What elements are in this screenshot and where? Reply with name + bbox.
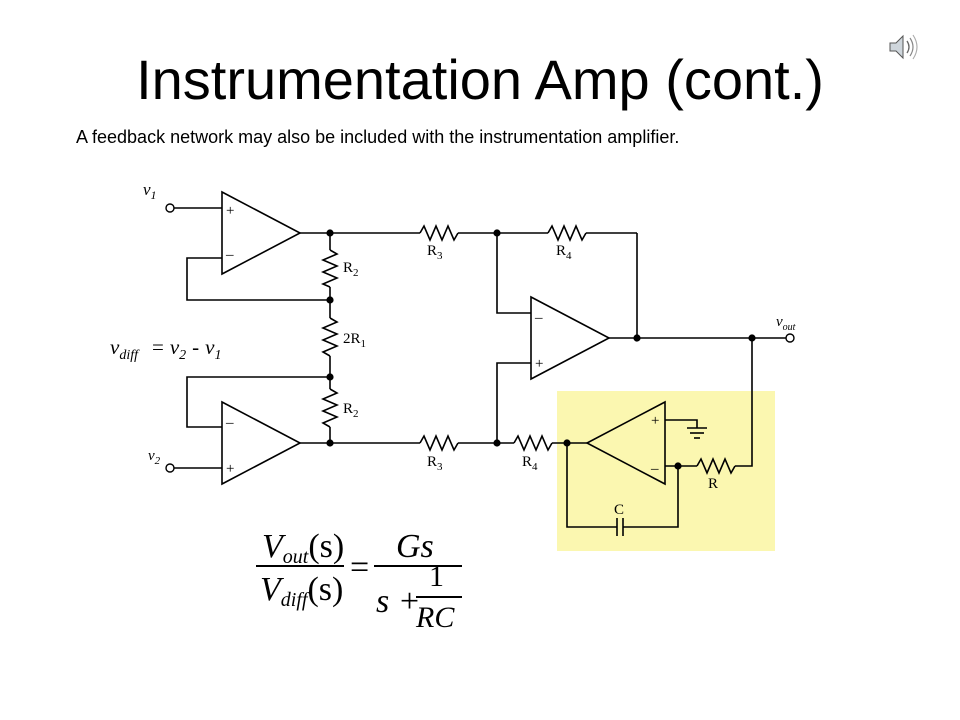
label-r4-bottom: R4: [522, 454, 538, 473]
label-2r1: 2R1: [343, 331, 366, 350]
opamp-a1-plus: +: [226, 203, 234, 219]
opamp-a4: [585, 400, 666, 486]
svg-text:=: =: [350, 549, 369, 586]
opamp-a2: [221, 400, 302, 486]
resistor-r2-bottom: [320, 388, 340, 428]
opamp-a3-plus: +: [535, 356, 543, 372]
svg-text:1: 1: [429, 560, 444, 593]
resistor-2r1: [320, 317, 340, 357]
label-r3-bottom: R3: [427, 454, 443, 473]
label-v1: v1: [143, 180, 157, 202]
label-r4-top: R4: [556, 243, 572, 262]
label-v2: v2: [148, 448, 161, 467]
resistor-r2-top: [320, 249, 340, 288]
speaker-icon[interactable]: [886, 30, 920, 64]
opamp-a3-minus: –: [534, 310, 543, 326]
opamp-a1-minus: –: [225, 247, 234, 263]
opamp-a4-minus: –: [650, 461, 659, 477]
label-r2-top: R2: [343, 260, 359, 279]
ground-icon: [687, 427, 707, 439]
resistor-r: [696, 456, 736, 476]
label-vout: vout: [776, 314, 796, 333]
vdiff-equation: vdiff=v2-v1: [110, 335, 222, 363]
opamp-a2-minus: –: [225, 415, 234, 431]
svg-text:s +: s +: [376, 583, 421, 620]
resistor-r4-top: [547, 223, 587, 243]
resistor-r3-bottom: [419, 433, 459, 453]
resistor-r3-top: [419, 223, 459, 243]
terminal-vout: [785, 333, 795, 343]
slide-title: Instrumentation Amp (cont.): [136, 48, 824, 111]
terminal-v2: [165, 463, 175, 473]
opamp-a4-plus: +: [651, 413, 659, 429]
opamp-a3: [530, 295, 611, 381]
svg-text:Vdiff(s): Vdiff(s): [260, 571, 343, 611]
svg-text:Vout(s): Vout(s): [262, 528, 344, 568]
label-r2-bottom: R2: [343, 401, 359, 420]
label-r: R: [708, 476, 718, 492]
label-r3-top: R3: [427, 243, 443, 262]
opamp-a1: [221, 190, 302, 276]
slide-subtitle: A feedback network may also be included …: [76, 127, 680, 147]
svg-text:Gs: Gs: [396, 528, 434, 565]
opamp-a2-plus: +: [226, 461, 234, 477]
svg-text:RC: RC: [415, 601, 455, 634]
terminal-v1: [165, 203, 175, 213]
resistor-r4-bottom: [513, 433, 553, 453]
integrator-highlight: [557, 391, 775, 551]
transfer-function-formula: Vout(s) Vdiff(s) = Gs s + 1 RC: [256, 528, 462, 634]
label-c: C: [614, 502, 624, 518]
